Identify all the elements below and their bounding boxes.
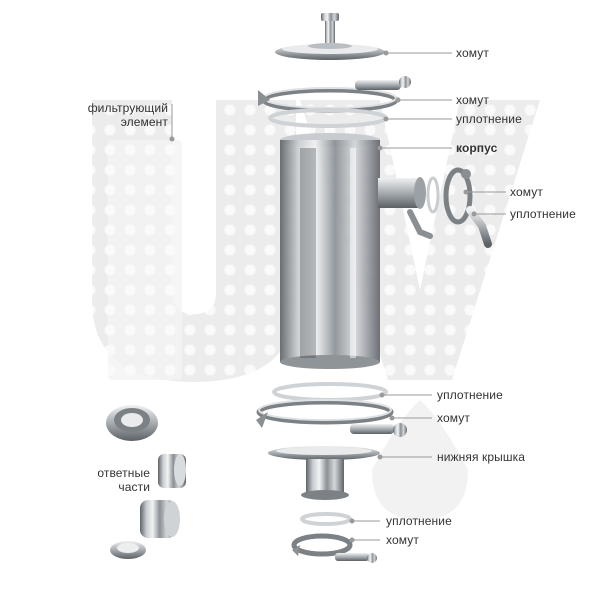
label-clamp-side: хомут <box>510 185 543 199</box>
bottom-seal <box>300 512 352 526</box>
bottom-cover <box>268 446 380 500</box>
label-clamp-bottom: хомут <box>386 533 419 547</box>
label-clamp-top: хомут <box>456 46 489 60</box>
bottom-clamp <box>291 533 377 563</box>
filter-element <box>108 140 182 380</box>
label-mating-parts-line1: ответные <box>97 466 150 480</box>
body-tube <box>280 133 380 369</box>
label-seal-lower: уплотнение <box>437 388 503 402</box>
label-seal-upper: уплотнение <box>456 112 522 126</box>
leader-lines <box>169 50 506 543</box>
label-mating-parts-line2: части <box>118 480 150 494</box>
label-seal-side: уплотнение <box>510 207 576 221</box>
label-bottom-cover: нижняя крышка <box>437 450 525 464</box>
label-seal-bottom: уплотнение <box>386 514 452 528</box>
label-filter-element-line1: фильтрующий <box>87 101 168 115</box>
label-body: корпус <box>456 141 498 155</box>
lower-clamp <box>256 399 407 437</box>
side-outlet <box>378 176 440 239</box>
label-clamp-lower: хомут <box>437 411 470 425</box>
mating-parts <box>106 405 186 559</box>
lower-seal <box>272 382 388 402</box>
label-clamp-upper: хомут <box>456 93 489 107</box>
label-filter-element-line2: элемент <box>120 115 168 129</box>
top-cover <box>275 13 385 60</box>
